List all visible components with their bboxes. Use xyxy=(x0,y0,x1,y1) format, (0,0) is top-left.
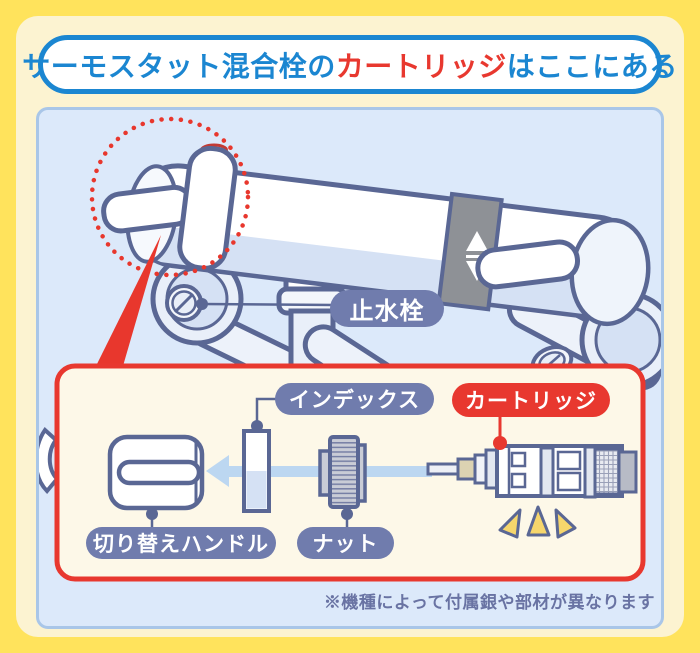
callout-wedge-icon xyxy=(96,235,161,366)
switch-handle-label: 切り替えハンドル xyxy=(93,533,269,556)
nut-label: ナット xyxy=(312,533,379,556)
cartridge-connector xyxy=(493,416,507,450)
title-suffix: はここにある xyxy=(506,50,678,82)
cartridge-badge: カートリッジ xyxy=(452,383,610,417)
dotted-highlight-circle-icon xyxy=(89,116,251,278)
stop-valve-connector xyxy=(196,298,335,310)
index-label: インデックス xyxy=(288,389,421,412)
stop-valve-screw xyxy=(165,284,203,322)
nut-part xyxy=(318,435,367,509)
emphasis-marks-icon xyxy=(498,505,577,539)
switch-handle-part xyxy=(107,434,205,511)
index-part xyxy=(242,429,271,513)
up-arrow-icon xyxy=(466,231,488,251)
nut-badge: ナット xyxy=(297,527,394,559)
right-lever-handle xyxy=(475,239,581,290)
cartridge-part xyxy=(426,444,638,499)
switch-handle-badge: 切り替えハンドル xyxy=(86,527,276,559)
index-connector xyxy=(251,397,277,432)
stop-valve-badge: 止水栓 xyxy=(330,290,444,327)
shower-hook xyxy=(39,426,60,494)
stop-valve-label: 止水栓 xyxy=(349,298,425,325)
cartridge-label: カートリッジ xyxy=(465,390,597,413)
switch-handle-connector xyxy=(146,508,158,528)
index-badge: インデックス xyxy=(275,383,434,415)
title-highlight: カートリッジ xyxy=(335,50,507,82)
title-banner: サーモスタット混合栓のカートリッジはここにある xyxy=(22,35,677,94)
nut-connector xyxy=(341,508,353,528)
thermostat-collar xyxy=(177,145,238,271)
model-note: ※機種によって付属銀や部材が異なります xyxy=(323,593,655,612)
title-prefix: サーモスタット混合栓の xyxy=(22,50,336,82)
